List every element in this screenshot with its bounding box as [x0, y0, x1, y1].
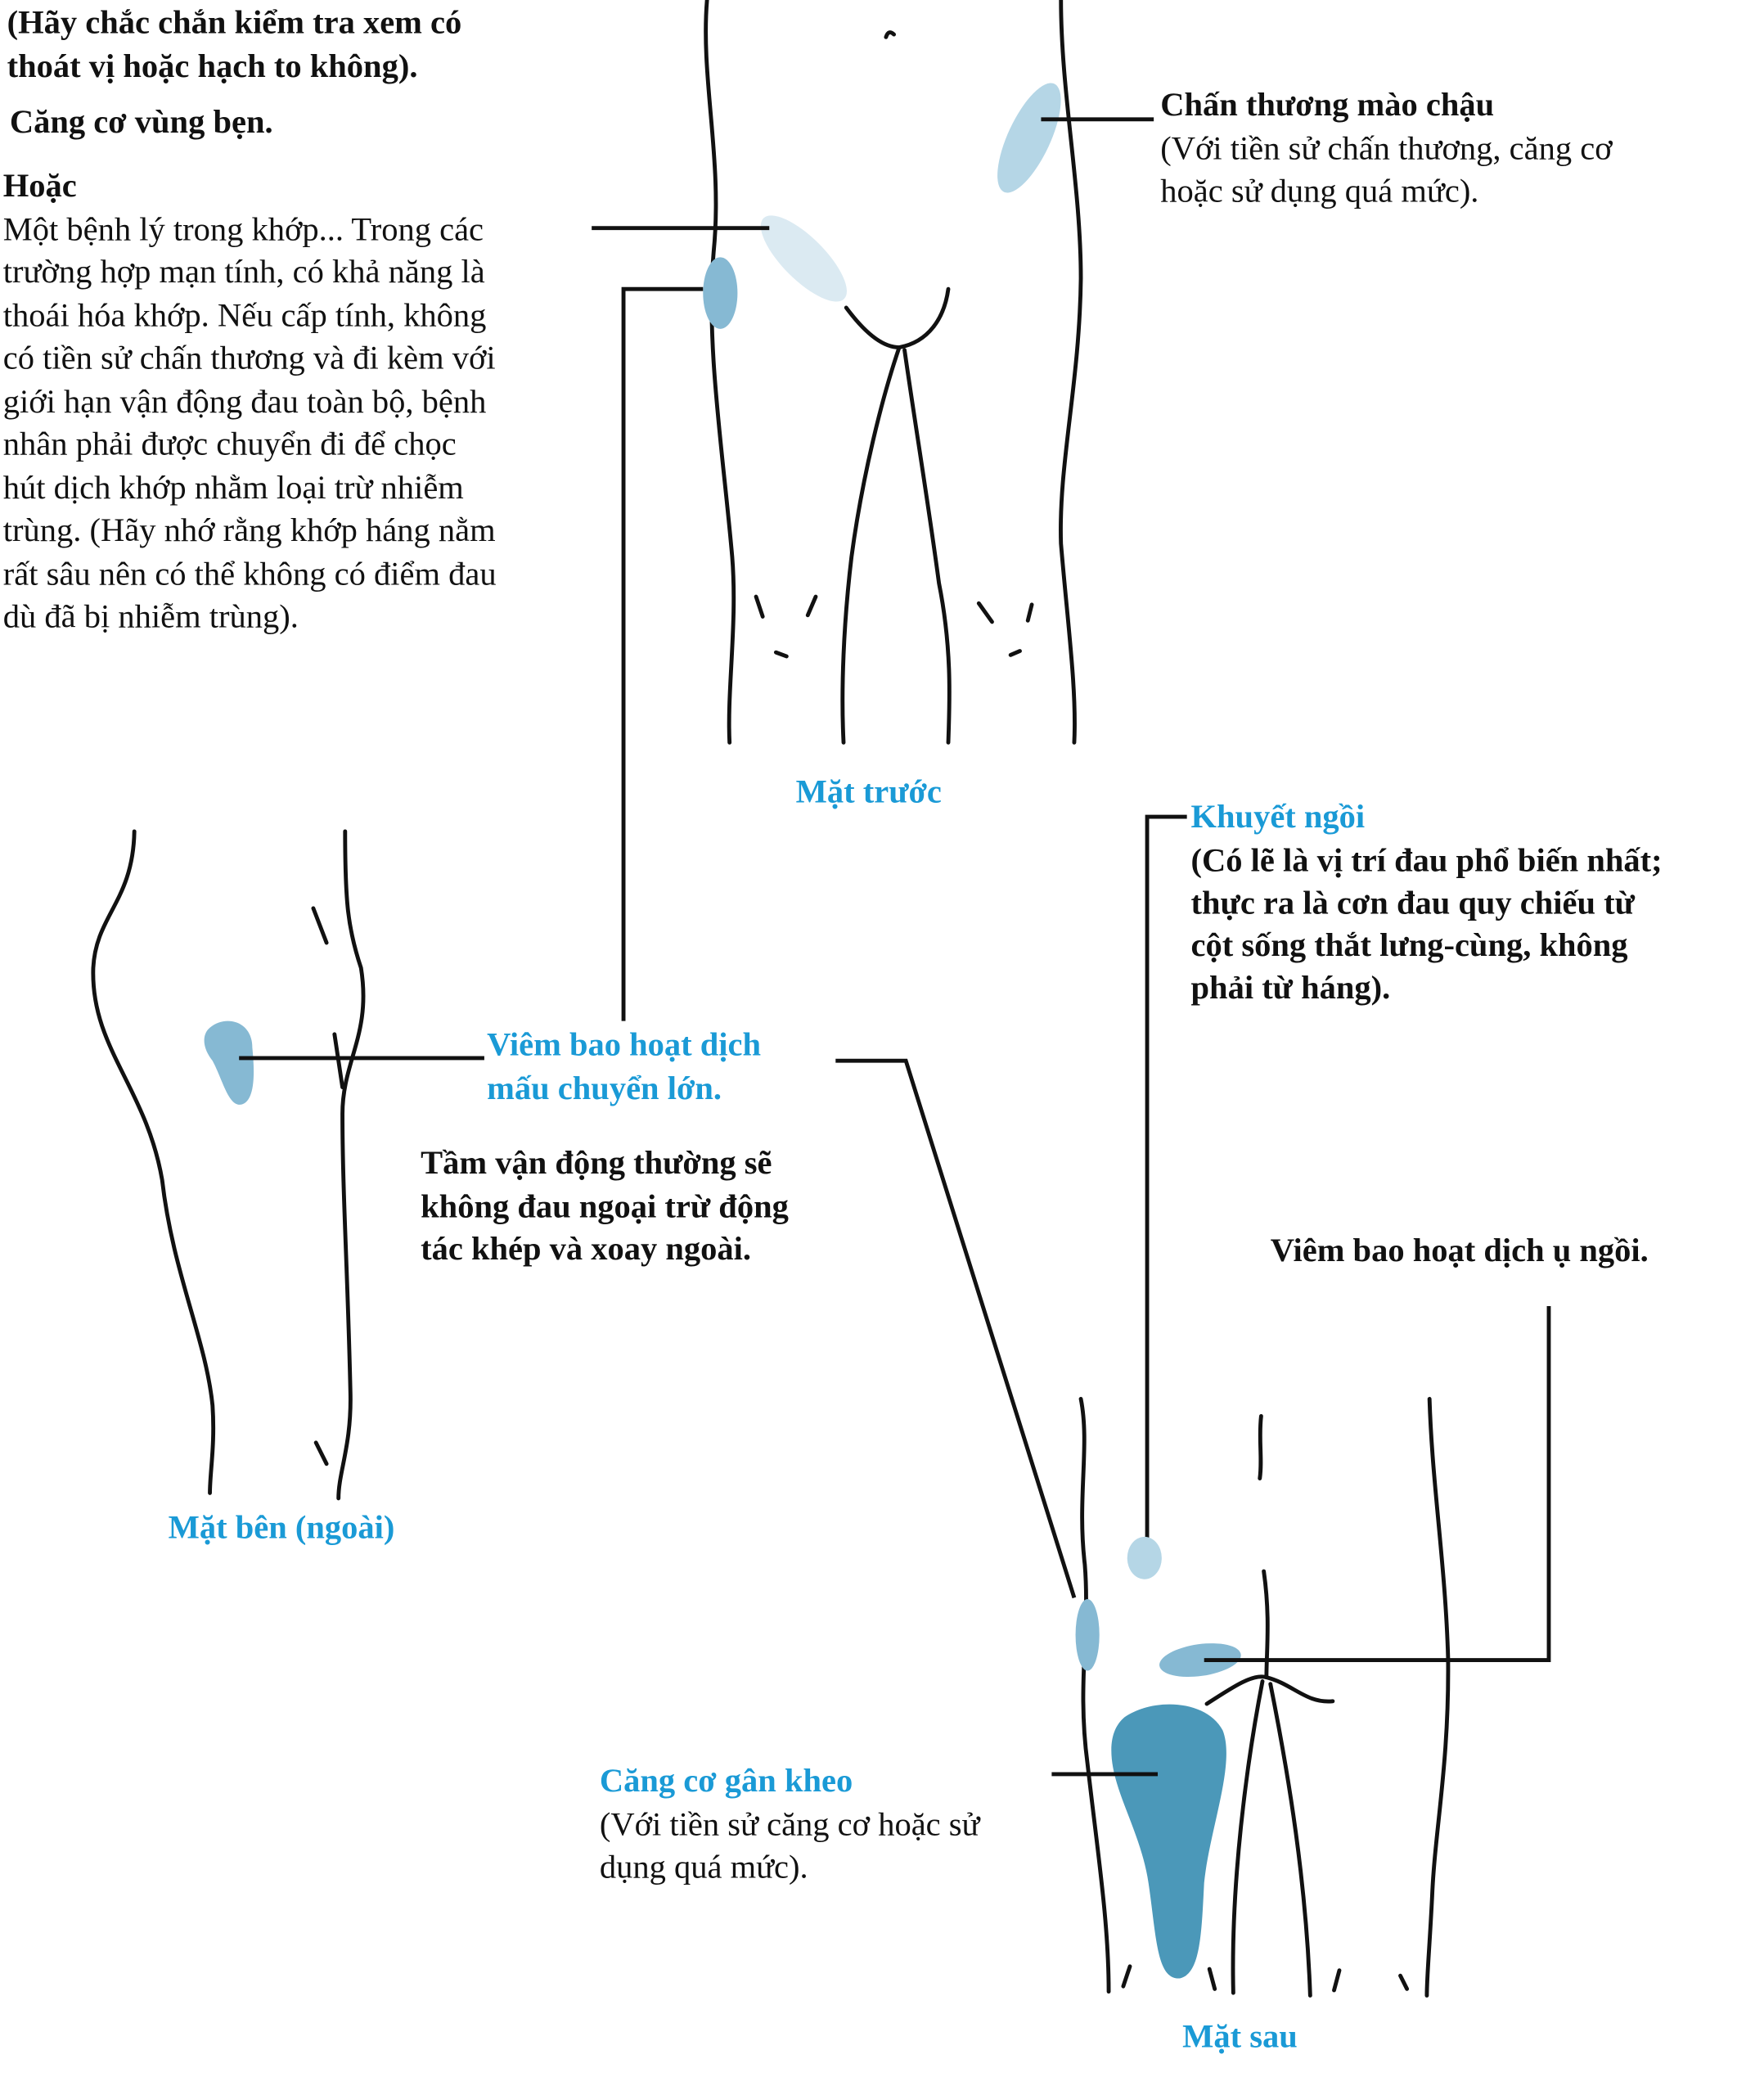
range-note-line: không đau ngoại trừ động	[421, 1187, 789, 1224]
body-line: trùng. (Hãy nhớ rằng khớp háng nằm	[3, 511, 496, 548]
buttock-line: cột sống thắt lưng-cùng, không	[1191, 926, 1628, 963]
lateral-view-label: Mặt bên (ngoài)	[169, 1508, 395, 1545]
trochanteric-line: Viêm bao hoạt dịch	[487, 1026, 761, 1063]
or-heading: Hoặc	[3, 167, 77, 204]
buttock-line: (Có lẽ là vị trí đau phổ biến nhất;	[1191, 842, 1663, 879]
trochanter-back-patch	[1075, 1599, 1100, 1671]
hamstring-title: Căng cơ gân kheo	[600, 1762, 853, 1799]
iliac-crest-line: hoặc sử dụng quá mức).	[1160, 172, 1478, 209]
trochanteric-line: mấu chuyển lớn.	[487, 1070, 722, 1106]
iliac-crest-patch	[997, 83, 1061, 193]
trochanter-lateral-patch	[204, 1020, 254, 1105]
buttock-line: thực ra là cơn đau quy chiếu từ	[1191, 884, 1636, 921]
hamstring-annotation: Căng cơ gân kheo (Với tiền sử căng cơ ho…	[600, 1762, 982, 1885]
hernia-note-line: thoát vị hoặc hạch to không).	[7, 47, 418, 84]
front-view-figure: Mặt trước	[592, 0, 1154, 1021]
ischial-notch-patch	[1127, 1536, 1162, 1579]
buttock-title: Khuyết ngồi	[1191, 798, 1366, 835]
body-line: hút dịch khớp nhằm loại trừ nhiễm	[3, 469, 464, 506]
body-line: nhân phải được chuyển đi để chọc	[3, 426, 457, 462]
body-line: Một bệnh lý trong khớp... Trong các	[3, 210, 484, 247]
iliac-crest-line: (Với tiền sử chấn thương, căng cơ	[1160, 129, 1613, 166]
ischial-bursa-patch	[1159, 1643, 1241, 1678]
body-line: rất sâu nên có thể không có điểm đau	[3, 556, 497, 592]
hamstring-line: (Với tiền sử căng cơ hoặc sử	[600, 1805, 982, 1842]
body-line: trường hợp mạn tính, có khả năng là	[3, 253, 485, 290]
back-view-figure: Mặt sau	[1051, 1305, 1551, 2055]
body-line: giới hạn vận động đau toàn bộ, bệnh	[3, 383, 487, 420]
body-line: có tiền sử chấn thương và đi kèm với	[3, 339, 496, 376]
hamstring-line: dụng quá mức).	[600, 1848, 808, 1885]
hernia-note-line: (Hãy chắc chắn kiểm tra xem có	[7, 4, 462, 41]
iliac-crest-title: Chấn thương mào chậu	[1160, 86, 1494, 123]
ischial-bursitis-label: Viêm bao hoạt dịch ụ ngồi.	[1271, 1232, 1649, 1268]
buttock-annotation: Khuyết ngồi (Có lẽ là vị trí đau phổ biế…	[1145, 798, 1663, 1545]
buttock-line: phải từ háng).	[1191, 969, 1391, 1006]
back-view-label: Mặt sau	[1182, 2018, 1298, 2055]
trochanteric-annotation: Viêm bao hoạt dịch mấu chuyển lớn. Tầm v…	[421, 1026, 1077, 1599]
range-note-line: Tầm vận động thường sẽ	[421, 1144, 772, 1181]
groin-strain-label: Căng cơ vùng bẹn.	[10, 103, 273, 140]
lateral-view-figure: Mặt bên (ngoài)	[91, 829, 484, 1545]
hamstring-patch	[1111, 1704, 1226, 1979]
range-note-line: tác khép và xoay ngoài.	[421, 1230, 751, 1267]
body-line: dù đã bị nhiễm trùng).	[3, 597, 299, 634]
trochanter-front-patch	[703, 257, 738, 329]
top-left-text: (Hãy chắc chắn kiểm tra xem có thoát vị …	[3, 4, 497, 635]
front-view-label: Mặt trước	[796, 773, 942, 809]
iliac-crest-annotation: Chấn thương mào chậu (Với tiền sử chấn t…	[1160, 86, 1613, 209]
body-line: thoái hóa khớp. Nếu cấp tính, không	[3, 297, 487, 334]
groin-patch	[760, 215, 847, 302]
